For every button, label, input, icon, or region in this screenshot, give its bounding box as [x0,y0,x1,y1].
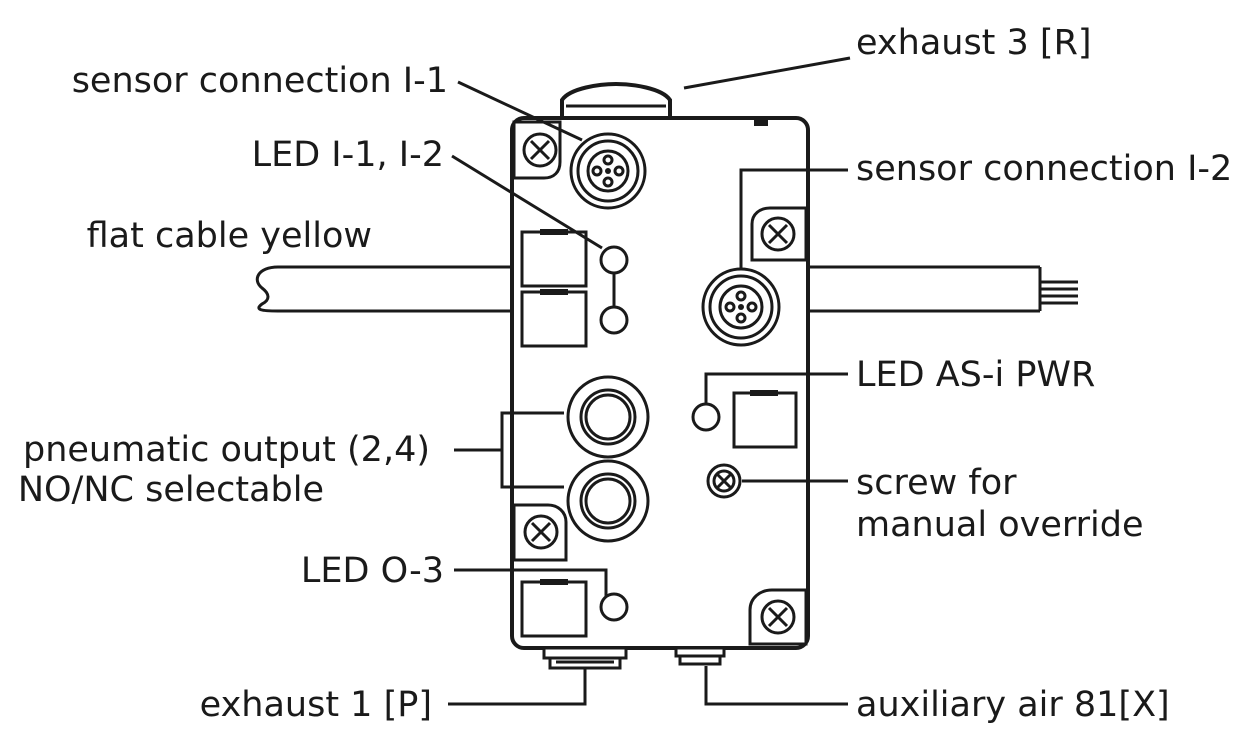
top-notch [754,118,768,126]
terminal-square-3 [732,390,798,449]
label-pneumatic-output: pneumatic output (2,4) [23,430,430,470]
led-o3 [599,592,629,622]
label-no-nc-selectable: NO/NC selectable [18,470,324,510]
manual-override-screw-icon [706,463,742,499]
terminal-square-2 [520,289,588,348]
screw-icon-top-left [512,120,562,180]
flat-cable-left [255,265,514,313]
label-exhaust-1: exhaust 1 [P] [200,685,432,725]
sensor-connector-i1 [569,132,647,210]
terminal-square-4 [520,579,588,638]
screw-icon-right-upper [750,206,808,262]
exhaust-1-port [542,646,628,670]
flat-cable-right [806,265,1078,313]
pneumatic-output-4 [566,459,650,543]
label-screw-for: screw for [856,463,1017,503]
sensor-connector-i2 [701,267,781,347]
label-auxiliary-air: auxiliary air 81[X] [856,685,1170,725]
screw-icon-left-lower [512,503,568,562]
pneumatic-output-2 [566,375,650,459]
label-led-i1-i2: LED I-1, I-2 [252,135,444,175]
label-sensor-connection-i2: sensor connection I-2 [856,149,1232,189]
exhaust-3-port [560,81,672,122]
terminal-square-1 [520,229,588,288]
leader-lines [448,56,851,706]
label-sensor-connection-i1: sensor connection I-1 [72,61,448,101]
screw-icon-bottom-right [748,588,808,646]
label-led-asi-pwr: LED AS-i PWR [856,355,1095,395]
label-led-o3: LED O-3 [301,551,444,591]
label-flat-cable: flat cable yellow [87,216,372,256]
led-asi-pwr [691,402,721,432]
auxiliary-air-port [674,646,726,666]
label-exhaust-3: exhaust 3 [R] [856,23,1092,63]
label-manual-override: manual override [856,505,1144,545]
led-i1-i2 [599,245,629,335]
